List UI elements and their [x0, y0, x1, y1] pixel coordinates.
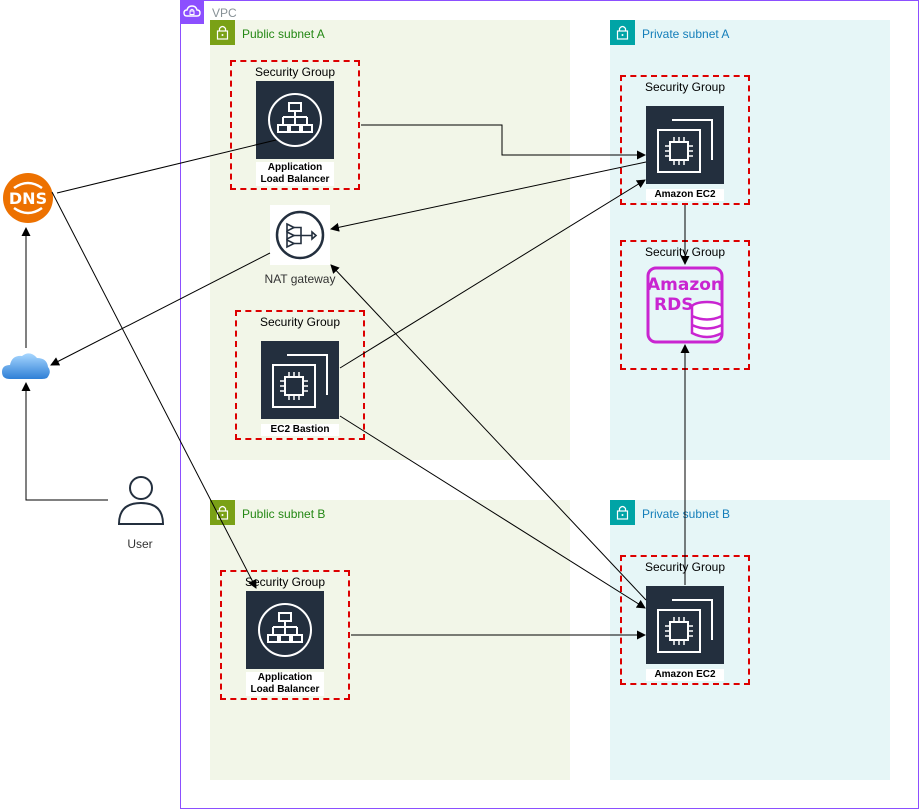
ec2-instance-icon — [646, 106, 724, 184]
connector-dns-to-alb-b — [51, 191, 257, 589]
vpc-icon — [180, 0, 204, 24]
connector-bastion-to-ec2-a — [339, 179, 646, 369]
bastion-caption: EC2 Bastion — [261, 424, 339, 436]
security-group-label: Security Group — [644, 80, 726, 94]
lock-icon — [610, 500, 635, 525]
load-balancer-icon — [256, 81, 334, 159]
lock-icon — [210, 20, 235, 45]
user-label: User — [127, 537, 153, 551]
lock-icon — [210, 500, 235, 525]
alb-b-caption-line-2: Load Balancer — [250, 684, 320, 695]
nat-gateway-icon — [270, 205, 330, 265]
security-group-alb-b — [220, 570, 350, 700]
connector-alb-a-to-ec2-a — [361, 124, 646, 160]
connector-nat-to-cloud — [50, 252, 271, 366]
rds-icon: Amazon RDS — [645, 265, 725, 345]
dns-icon: DNS — [0, 170, 56, 226]
alb-b-caption: Application Load Balancer — [246, 672, 324, 696]
vpc-label: VPC — [212, 6, 237, 20]
security-group-label: Security Group — [259, 315, 341, 329]
security-group-label: Security Group — [244, 575, 326, 589]
ec2-instance-icon — [646, 586, 724, 664]
connector-alb-a-to-dns — [56, 139, 277, 194]
security-group-ec2-a — [620, 75, 750, 205]
connector-user-to-cloud — [21, 382, 108, 501]
ec2-instance-icon — [261, 341, 339, 419]
rds-icon-line-1: Amazon — [647, 275, 723, 295]
alb-a-caption-line-1: Application — [267, 162, 323, 173]
alb-a-caption-line-2: Load Balancer — [260, 174, 330, 185]
vpc-boundary — [180, 0, 919, 809]
ec2-b-caption: Amazon EC2 — [646, 669, 724, 681]
lock-icon — [610, 20, 635, 45]
security-group-bastion — [235, 310, 365, 440]
private-subnet-b-label: Private subnet B — [642, 507, 731, 521]
private-subnet-a-label: Private subnet A — [642, 27, 730, 41]
load-balancer-icon — [246, 591, 324, 669]
connector-ec2-b-to-nat — [330, 264, 647, 601]
dns-icon-text: DNS — [9, 189, 47, 208]
security-group-label: Security Group — [254, 65, 336, 79]
connector-bastion-to-ec2-b — [339, 415, 646, 609]
ec2-a-caption: Amazon EC2 — [646, 189, 724, 201]
user-icon — [116, 475, 166, 527]
alb-a-caption: Application Load Balancer — [256, 162, 334, 186]
connector-ec2-a-to-nat — [330, 161, 647, 232]
security-group-alb-a — [230, 60, 360, 190]
nat-gateway-label: NAT gateway — [264, 272, 336, 286]
cloud-icon — [0, 348, 52, 384]
public-subnet-a-label: Public subnet A — [242, 27, 325, 41]
rds-icon-line-2: RDS — [654, 295, 693, 315]
public-subnet-b-label: Public subnet B — [242, 507, 326, 521]
alb-b-caption-line-1: Application — [257, 672, 313, 683]
